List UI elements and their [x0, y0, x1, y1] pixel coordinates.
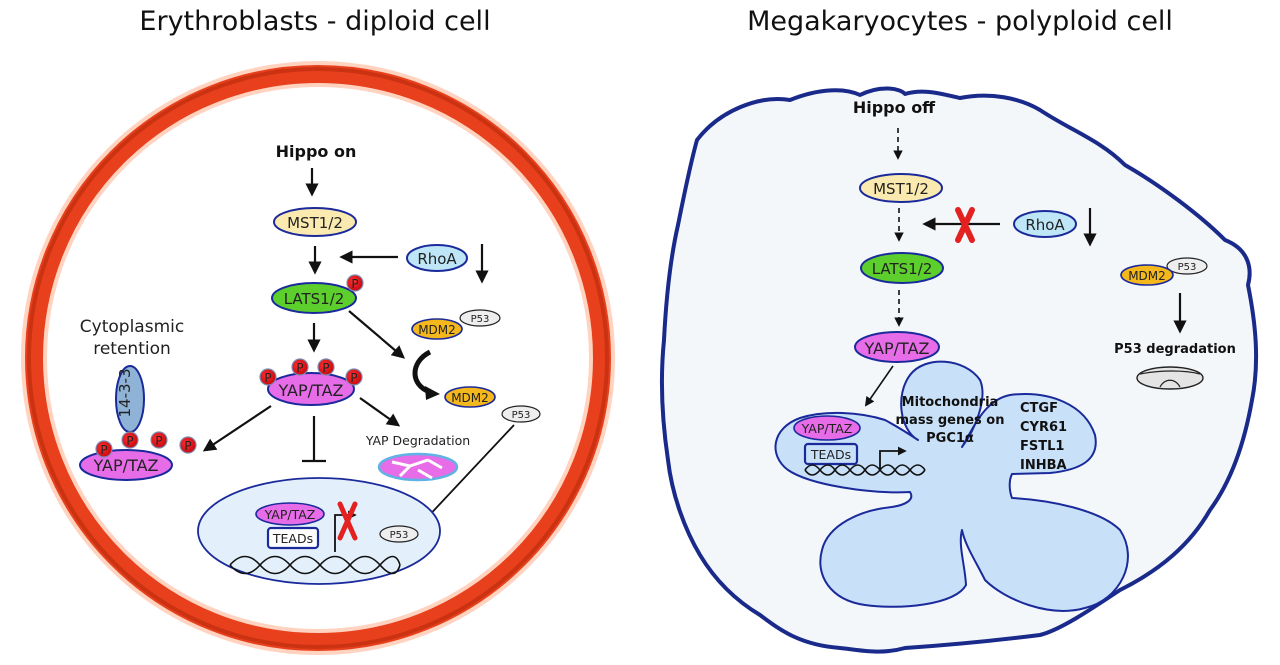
cytoplasmic-retention-label-1: Cytoplasmic [80, 317, 184, 337]
yap-nucleus-label: YAP/TAZ [264, 507, 316, 522]
hippo-off-label: Hippo off [853, 98, 936, 117]
yap-right-label: YAP/TAZ [864, 339, 930, 358]
phospho-yap-main: P P P P [259, 358, 363, 386]
p53-free-label: P53 [512, 410, 531, 421]
node-p53-free: P53 [501, 405, 541, 423]
svg-text:P: P [351, 277, 358, 291]
node-yap-nucleus: YAP/TAZ [255, 502, 325, 526]
arrow-lats-to-mdm2 [348, 310, 406, 359]
arrow-yap-to-degradation [359, 397, 401, 427]
node-14-3-3: 14-3-3 [115, 365, 145, 433]
node-yap-nucleus-right: YAP/TAZ [793, 415, 861, 441]
arrow-p53-to-nucleus [421, 424, 515, 524]
node-mdm2-right: P53 MDM2 [1120, 257, 1208, 286]
mito-label-3: PGC1α [926, 431, 974, 446]
node-mdm2-complex: MDM2 [411, 318, 463, 340]
svg-text:P: P [264, 371, 271, 385]
protein-1433-label: 14-3-3 [116, 369, 134, 418]
phospho-lats: P [346, 274, 364, 292]
p53-complex-label: P53 [471, 314, 490, 325]
svg-text:P: P [322, 361, 329, 375]
gene-fstl1: FSTL1 [1020, 439, 1064, 454]
transcription-start-arrow-right [879, 446, 907, 470]
node-teads-left: TEADs [266, 526, 320, 550]
mst-right-label: MST1/2 [873, 180, 929, 198]
node-lats-right: LATS1/2 [860, 252, 944, 284]
teads-right-label: TEADs [810, 447, 851, 462]
p53-nucleus-label: P53 [390, 530, 409, 541]
teads-left-label: TEADs [272, 531, 313, 546]
node-mst: MST1/2 [273, 207, 357, 237]
phospho-yap-retained: P P P P [95, 431, 197, 458]
node-yap-main: YAP/TAZ [267, 372, 355, 406]
yap-main-label: YAP/TAZ [278, 381, 344, 400]
node-yap-right: YAP/TAZ [854, 331, 940, 363]
mito-label-2: mass genes on [896, 413, 1005, 428]
gene-cyr61: CYR61 [1020, 420, 1067, 435]
curved-arrow-release [412, 349, 432, 395]
arrow-yap-to-nucleus-right [864, 365, 894, 407]
yap-degradation-label: YAP Degradation [365, 433, 470, 448]
node-p53-nucleus: P53 [379, 525, 419, 543]
node-p53-complex: P53 [459, 309, 501, 327]
svg-text:P: P [100, 443, 107, 457]
svg-text:P: P [184, 439, 191, 453]
mst-label: MST1/2 [287, 214, 343, 232]
svg-text:P: P [155, 434, 162, 448]
mdm2-complex-label: MDM2 [418, 323, 456, 337]
dna-helix-left [229, 555, 401, 575]
rhoa-label: RhoA [417, 250, 457, 268]
mito-label-1: Mitochondria [902, 395, 999, 410]
erythroblast-cell [18, 58, 618, 658]
hippo-on-label: Hippo on [276, 142, 357, 161]
mdm2-free-label: MDM2 [451, 391, 489, 405]
blocked-x-icon-right [955, 207, 975, 243]
node-mdm2-free: MDM2 [444, 386, 496, 408]
left-panel-title: Erythroblasts - diploid cell [139, 6, 491, 37]
lats-right-label: LATS1/2 [872, 260, 933, 278]
p53-right-label: P53 [1178, 262, 1197, 273]
lats-label: LATS1/2 [284, 290, 345, 308]
cytoplasmic-retention-label-2: retention [93, 339, 171, 359]
gene-inhba: INHBA [1020, 458, 1067, 473]
node-rhoa-right: RhoA [1013, 210, 1077, 238]
blocked-x-icon [337, 501, 358, 541]
gene-ctgf: CTGF [1020, 401, 1058, 416]
svg-text:P: P [296, 361, 303, 375]
node-teads-right: TEADs [803, 442, 859, 466]
megakaryocyte-nucleus [774, 360, 1129, 612]
proteasome-icon-left [377, 452, 459, 482]
node-yap-retained: YAP/TAZ [79, 449, 173, 481]
node-rhoa: RhoA [406, 244, 468, 272]
svg-text:P: P [126, 434, 133, 448]
membrane-shade [27, 67, 609, 649]
cell-membrane-red [25, 65, 611, 651]
proteasome-icon-right [1136, 366, 1204, 390]
node-lats: LATS1/2 [271, 282, 357, 314]
right-panel-title: Megakaryocytes - polyploid cell [747, 6, 1173, 37]
p53-degradation-label: P53 degradation [1114, 342, 1236, 357]
yap-retained-label: YAP/TAZ [93, 456, 159, 475]
dna-helix-right [804, 464, 926, 476]
node-mst-right: MST1/2 [859, 173, 943, 203]
curved-arrow-head [425, 386, 440, 400]
arrow-yap-to-retention [202, 405, 272, 452]
svg-text:P: P [350, 371, 357, 385]
mdm2-right-label: MDM2 [1128, 269, 1166, 283]
rhoa-right-label: RhoA [1025, 216, 1065, 234]
yap-nucleus-right-label: YAP/TAZ [801, 421, 853, 436]
